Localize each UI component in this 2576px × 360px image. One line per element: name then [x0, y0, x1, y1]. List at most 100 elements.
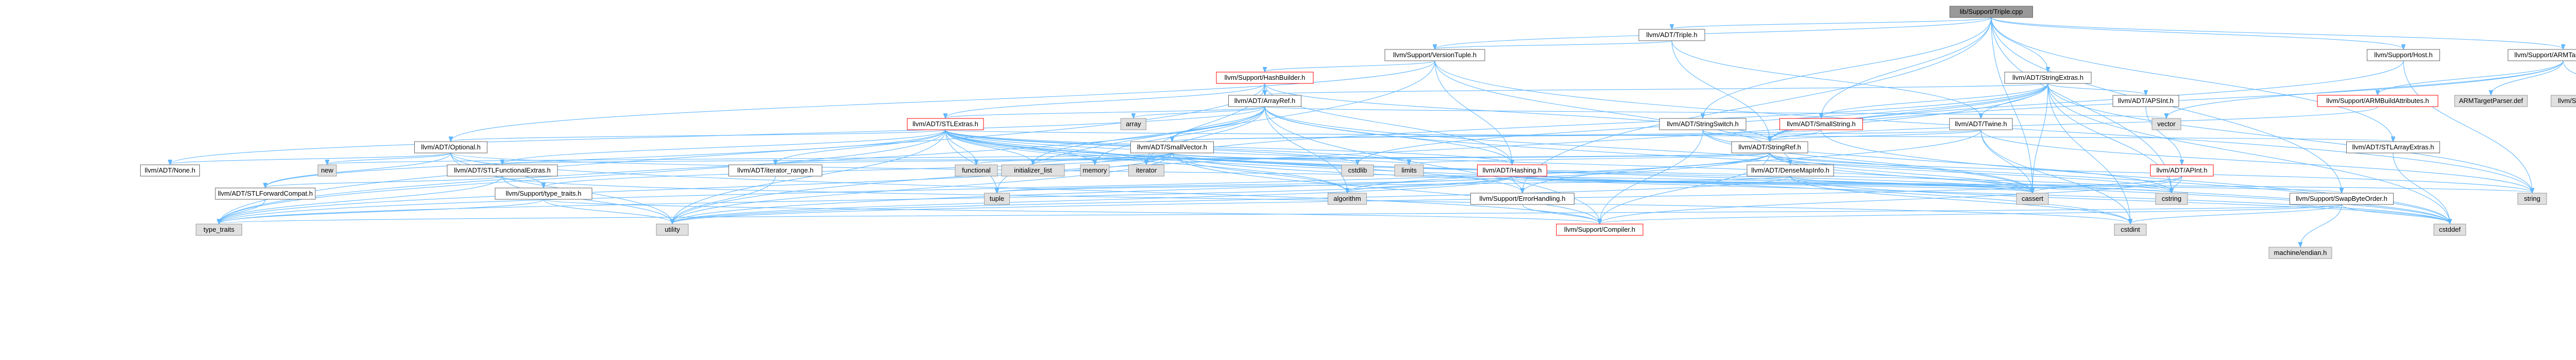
- node-box-smallvector: [1130, 141, 1214, 153]
- node-label-stlforwardcompat: llvm/ADT/STLForwardCompat.h: [218, 190, 313, 197]
- node-label-functional: functional: [962, 166, 991, 174]
- node-functional[interactable]: functional: [955, 164, 998, 177]
- node-machineendian[interactable]: machine/endian.h: [2268, 247, 2332, 259]
- node-box-vector: [2151, 118, 2181, 130]
- node-errorhandling[interactable]: llvm/Support/ErrorHandling.h: [1470, 193, 1574, 205]
- node-optional[interactable]: llvm/ADT/Optional.h: [414, 141, 487, 153]
- node-armtargetparser[interactable]: llvm/Support/ARMTargetParser.h: [2507, 49, 2576, 61]
- node-twine[interactable]: llvm/ADT/Twine.h: [1949, 118, 2013, 130]
- edge-hashing-to-swapbyteorder: [1512, 176, 2342, 193]
- node-label-errorhandling: llvm/Support/ErrorHandling.h: [1480, 195, 1566, 202]
- edge-triple-to-stringref: [1671, 40, 1770, 141]
- node-smallvector[interactable]: llvm/ADT/SmallVector.h: [1130, 141, 1214, 153]
- node-box-stlarrayextras: [2346, 141, 2440, 153]
- node-label-utility: utility: [665, 226, 680, 233]
- node-stringswitch[interactable]: llvm/ADT/StringSwitch.h: [1659, 118, 1747, 130]
- node-cstdint[interactable]: cstdint: [2114, 224, 2147, 236]
- edge-hashing-to-errorhandling: [1512, 176, 1522, 193]
- node-hashbuilder[interactable]: llvm/Support/HashBuilder.h: [1216, 72, 1314, 84]
- node-new[interactable]: new: [317, 164, 337, 177]
- node-label-armtargetparser: llvm/Support/ARMTargetParser.h: [2514, 51, 2576, 59]
- node-array[interactable]: array: [1121, 118, 1146, 130]
- node-cstdlib[interactable]: cstdlib: [1341, 164, 1374, 177]
- node-hashing[interactable]: llvm/ADT/Hashing.h: [1477, 164, 1547, 177]
- node-root[interactable]: lib/Support/Triple.cpp: [1950, 6, 2033, 18]
- node-label-hashing: llvm/ADT/Hashing.h: [1483, 166, 1542, 174]
- edge-hashing-to-cstring: [1512, 176, 2172, 193]
- node-stringextras[interactable]: llvm/ADT/StringExtras.h: [2004, 72, 2092, 84]
- node-utility[interactable]: utility: [656, 224, 689, 236]
- node-box-string: [2517, 193, 2547, 205]
- node-initializer_list[interactable]: initializer_list: [1001, 164, 1065, 177]
- node-versiontuple[interactable]: llvm/Support/VersionTuple.h: [1384, 49, 1485, 61]
- node-box-twine: [1949, 118, 2013, 130]
- edge-root-to-stringswitch: [1703, 17, 1992, 118]
- node-arrayref[interactable]: llvm/ADT/ArrayRef.h: [1228, 95, 1301, 107]
- node-string[interactable]: string: [2517, 193, 2547, 205]
- node-label-initializer_list: initializer_list: [1014, 166, 1052, 174]
- node-algorithm[interactable]: algorithm: [1328, 193, 1367, 205]
- edge-stlextras-to-stlarrayextras: [945, 129, 2393, 141]
- node-densemapinfo[interactable]: llvm/ADT/DenseMapInfo.h: [1747, 164, 1834, 177]
- node-tuple[interactable]: tuple: [984, 193, 1010, 205]
- node-stringref[interactable]: llvm/ADT/StringRef.h: [1731, 141, 1808, 153]
- node-vector[interactable]: vector: [2151, 118, 2181, 130]
- node-label-arrayref: llvm/ADT/ArrayRef.h: [1234, 97, 1295, 105]
- node-stlextras[interactable]: llvm/ADT/STLExtras.h: [907, 118, 984, 130]
- node-host[interactable]: llvm/Support/Host.h: [2367, 49, 2440, 61]
- node-label-cstring: cstring: [2162, 195, 2181, 202]
- edge-smallvector-to-algorithm: [1172, 152, 1347, 193]
- edge-stlextras-to-stlfunctionalextras: [502, 129, 946, 164]
- node-label-smallvector: llvm/ADT/SmallVector.h: [1137, 143, 1207, 151]
- edge-root-to-versiontuple: [1435, 17, 1992, 49]
- node-iteratorrange[interactable]: llvm/ADT/iterator_range.h: [728, 164, 822, 177]
- node-box-densemapinfo: [1747, 164, 1834, 177]
- node-armtargetparserdef[interactable]: ARMTargetParser.def: [2454, 95, 2528, 107]
- edge-arrayref-to-compiler: [1264, 106, 1600, 224]
- edge-densemapinfo-to-utility: [672, 176, 1791, 224]
- node-label-stlextras: llvm/ADT/STLExtras.h: [912, 120, 978, 128]
- edge-stringref-to-iteratorrange: [775, 152, 1770, 164]
- node-limits[interactable]: limits: [1394, 164, 1424, 177]
- edge-root-to-cassert: [1991, 17, 2032, 193]
- node-none[interactable]: llvm/ADT/None.h: [140, 164, 200, 177]
- node-box-iteratorrange: [728, 164, 822, 177]
- node-type_traits[interactable]: type_traits: [196, 224, 242, 236]
- node-swapbyteorder[interactable]: llvm/Support/SwapByteOrder.h: [2290, 193, 2394, 205]
- node-typetraits_support[interactable]: llvm/Support/type_traits.h: [495, 187, 592, 200]
- node-memory[interactable]: memory: [1080, 164, 1110, 177]
- node-cstring[interactable]: cstring: [2155, 193, 2188, 205]
- node-supportarmtargetparserdef[interactable]: llvm/Support/ARMTargetParser.def: [2551, 95, 2576, 107]
- edge-stringextras-to-cassert: [2032, 83, 2048, 193]
- node-label-vector: vector: [2157, 120, 2176, 128]
- node-apint[interactable]: llvm/ADT/APInt.h: [2150, 164, 2214, 177]
- edge-stlfunctionalextras-to-type_traits: [219, 176, 503, 224]
- node-label-smallstring: llvm/ADT/SmallString.h: [1787, 120, 1856, 128]
- node-stlfunctionalextras[interactable]: llvm/ADT/STLFunctionalExtras.h: [447, 164, 558, 177]
- node-label-iterator: iterator: [1136, 166, 1157, 174]
- node-box-array: [1121, 118, 1146, 130]
- node-label-armtargetparserdef: ARMTargetParser.def: [2459, 97, 2523, 105]
- edge-optional-to-none: [170, 152, 451, 164]
- node-stlarrayextras[interactable]: llvm/ADT/STLArrayExtras.h: [2346, 141, 2440, 153]
- edge-armtargetparser-to-armtargetparserdef: [2491, 60, 2564, 95]
- edge-armtargetparser-to-vector: [2166, 60, 2564, 118]
- node-box-root: [1950, 6, 2033, 18]
- node-cstddef[interactable]: cstddef: [2433, 224, 2466, 236]
- edge-smallvector-to-compiler: [1172, 152, 1600, 224]
- node-armbuildattributes[interactable]: llvm/Support/ARMBuildAttributes.h: [2317, 95, 2438, 107]
- edge-swapbyteorder-to-compiler: [1600, 204, 2342, 224]
- node-box-stringswitch: [1659, 118, 1747, 130]
- node-box-utility: [656, 224, 689, 236]
- node-box-stlforwardcompat: [215, 187, 316, 200]
- edge-twine-to-stringref: [1770, 129, 1981, 141]
- edge-arrayref-to-memory: [1095, 106, 1265, 164]
- node-iterator[interactable]: iterator: [1128, 164, 1164, 177]
- node-stlforwardcompat[interactable]: llvm/ADT/STLForwardCompat.h: [215, 187, 316, 200]
- node-box-apint: [2150, 164, 2214, 177]
- node-compiler[interactable]: llvm/Support/Compiler.h: [1556, 224, 1643, 236]
- node-cassert[interactable]: cassert: [2016, 193, 2049, 205]
- node-smallstring[interactable]: llvm/ADT/SmallString.h: [1780, 118, 1863, 130]
- node-apsint[interactable]: llvm/ADT/APSInt.h: [2112, 95, 2179, 107]
- node-triple[interactable]: llvm/ADT/Triple.h: [1638, 29, 1705, 41]
